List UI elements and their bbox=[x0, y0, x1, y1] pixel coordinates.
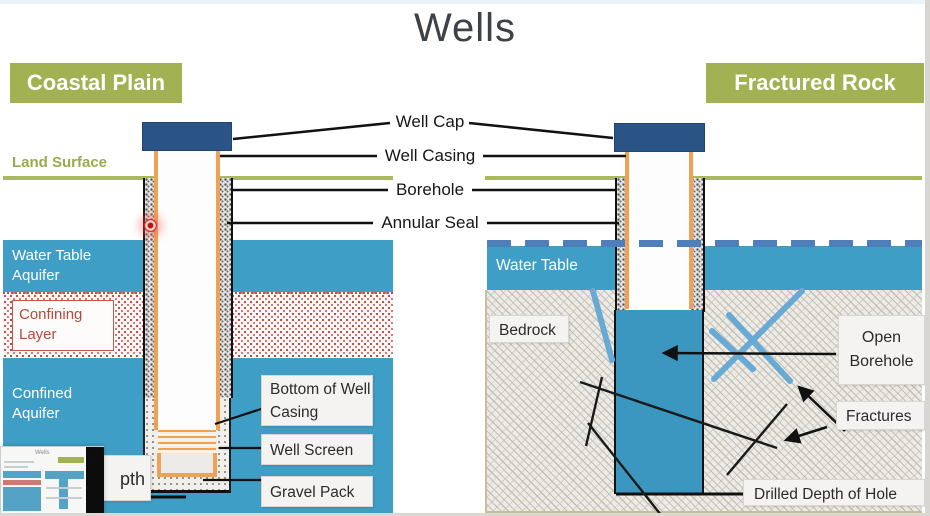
left-well-casing-interior bbox=[157, 151, 217, 430]
bedrock-label: Bedrock bbox=[489, 315, 569, 343]
slide-title: Wells bbox=[413, 6, 517, 50]
gravel-pack-label: Gravel Pack bbox=[261, 476, 373, 507]
callout-borehole: Borehole bbox=[395, 180, 465, 199]
occluded-depth-label: pth bbox=[96, 455, 151, 501]
fractured-rock-heading-text: Fractured Rock bbox=[734, 70, 896, 95]
thumbnail-water-band bbox=[45, 471, 84, 479]
callout-annular-seal: Annular Seal bbox=[381, 213, 479, 232]
left-well-casing-left bbox=[154, 151, 158, 430]
slide-right-edge bbox=[925, 0, 930, 516]
well-screen-label: Well Screen bbox=[261, 434, 373, 465]
water-table-aquifer-label: Water Table Aquifer bbox=[12, 247, 92, 285]
thumbnail-black-bar bbox=[86, 447, 104, 515]
thumbnail-aquifer bbox=[3, 487, 41, 511]
drilled-depth-of-hole-label: Drilled Depth of Hole bbox=[743, 479, 925, 506]
thumbnail-confining bbox=[3, 480, 41, 485]
slide-thumbnail-pip[interactable]: Wells bbox=[0, 446, 104, 516]
thumbnail-borehole bbox=[59, 479, 68, 509]
slide-bottom-edge bbox=[0, 513, 930, 516]
right-well-casing-left bbox=[625, 151, 629, 309]
fractured-rock-heading: Fractured Rock bbox=[706, 63, 924, 103]
fractures-label: Fractures bbox=[836, 401, 925, 430]
left-well-casing-right bbox=[216, 151, 220, 430]
left-well-cap bbox=[142, 122, 232, 151]
callout-lines bbox=[220, 121, 626, 225]
confined-aquifer-label: Confined Aquifer bbox=[12, 385, 73, 423]
laser-pointer-dot bbox=[144, 219, 157, 232]
land-surface-label: Land Surface bbox=[12, 154, 108, 171]
callout-well-cap: Well Cap bbox=[395, 112, 465, 131]
water-table-dashed-line bbox=[487, 240, 922, 247]
right-well-casing-right bbox=[689, 151, 693, 309]
coastal-plain-heading-text: Coastal Plain bbox=[26, 70, 166, 95]
thumbnail-line bbox=[4, 461, 34, 463]
thumbnail-line bbox=[46, 497, 82, 499]
thumbnail-line bbox=[4, 466, 28, 468]
left-well-sump bbox=[157, 453, 217, 477]
left-well-screen bbox=[158, 430, 216, 453]
left-well-annular-seal-right bbox=[219, 178, 233, 398]
thumbnail-line bbox=[46, 487, 82, 489]
thumbnail-title: Wells bbox=[35, 450, 50, 456]
thumbnail-aquifer bbox=[3, 471, 41, 478]
coastal-plain-heading: Coastal Plain bbox=[10, 63, 182, 103]
callout-well-casing: Well Casing bbox=[384, 146, 476, 165]
confining-layer-label: Confining Layer bbox=[12, 300, 114, 351]
right-well-cap bbox=[614, 123, 705, 152]
water-table-label: Water Table bbox=[496, 257, 578, 274]
bottom-of-well-casing-label: Bottom of Well Casing bbox=[261, 375, 373, 426]
thumbnail-green-heading bbox=[58, 457, 84, 463]
right-well-casing-interior bbox=[627, 151, 691, 310]
player-top-strip bbox=[0, 0, 930, 4]
right-well-open-borehole bbox=[614, 310, 704, 494]
open-borehole-label: Open Borehole bbox=[838, 315, 925, 385]
